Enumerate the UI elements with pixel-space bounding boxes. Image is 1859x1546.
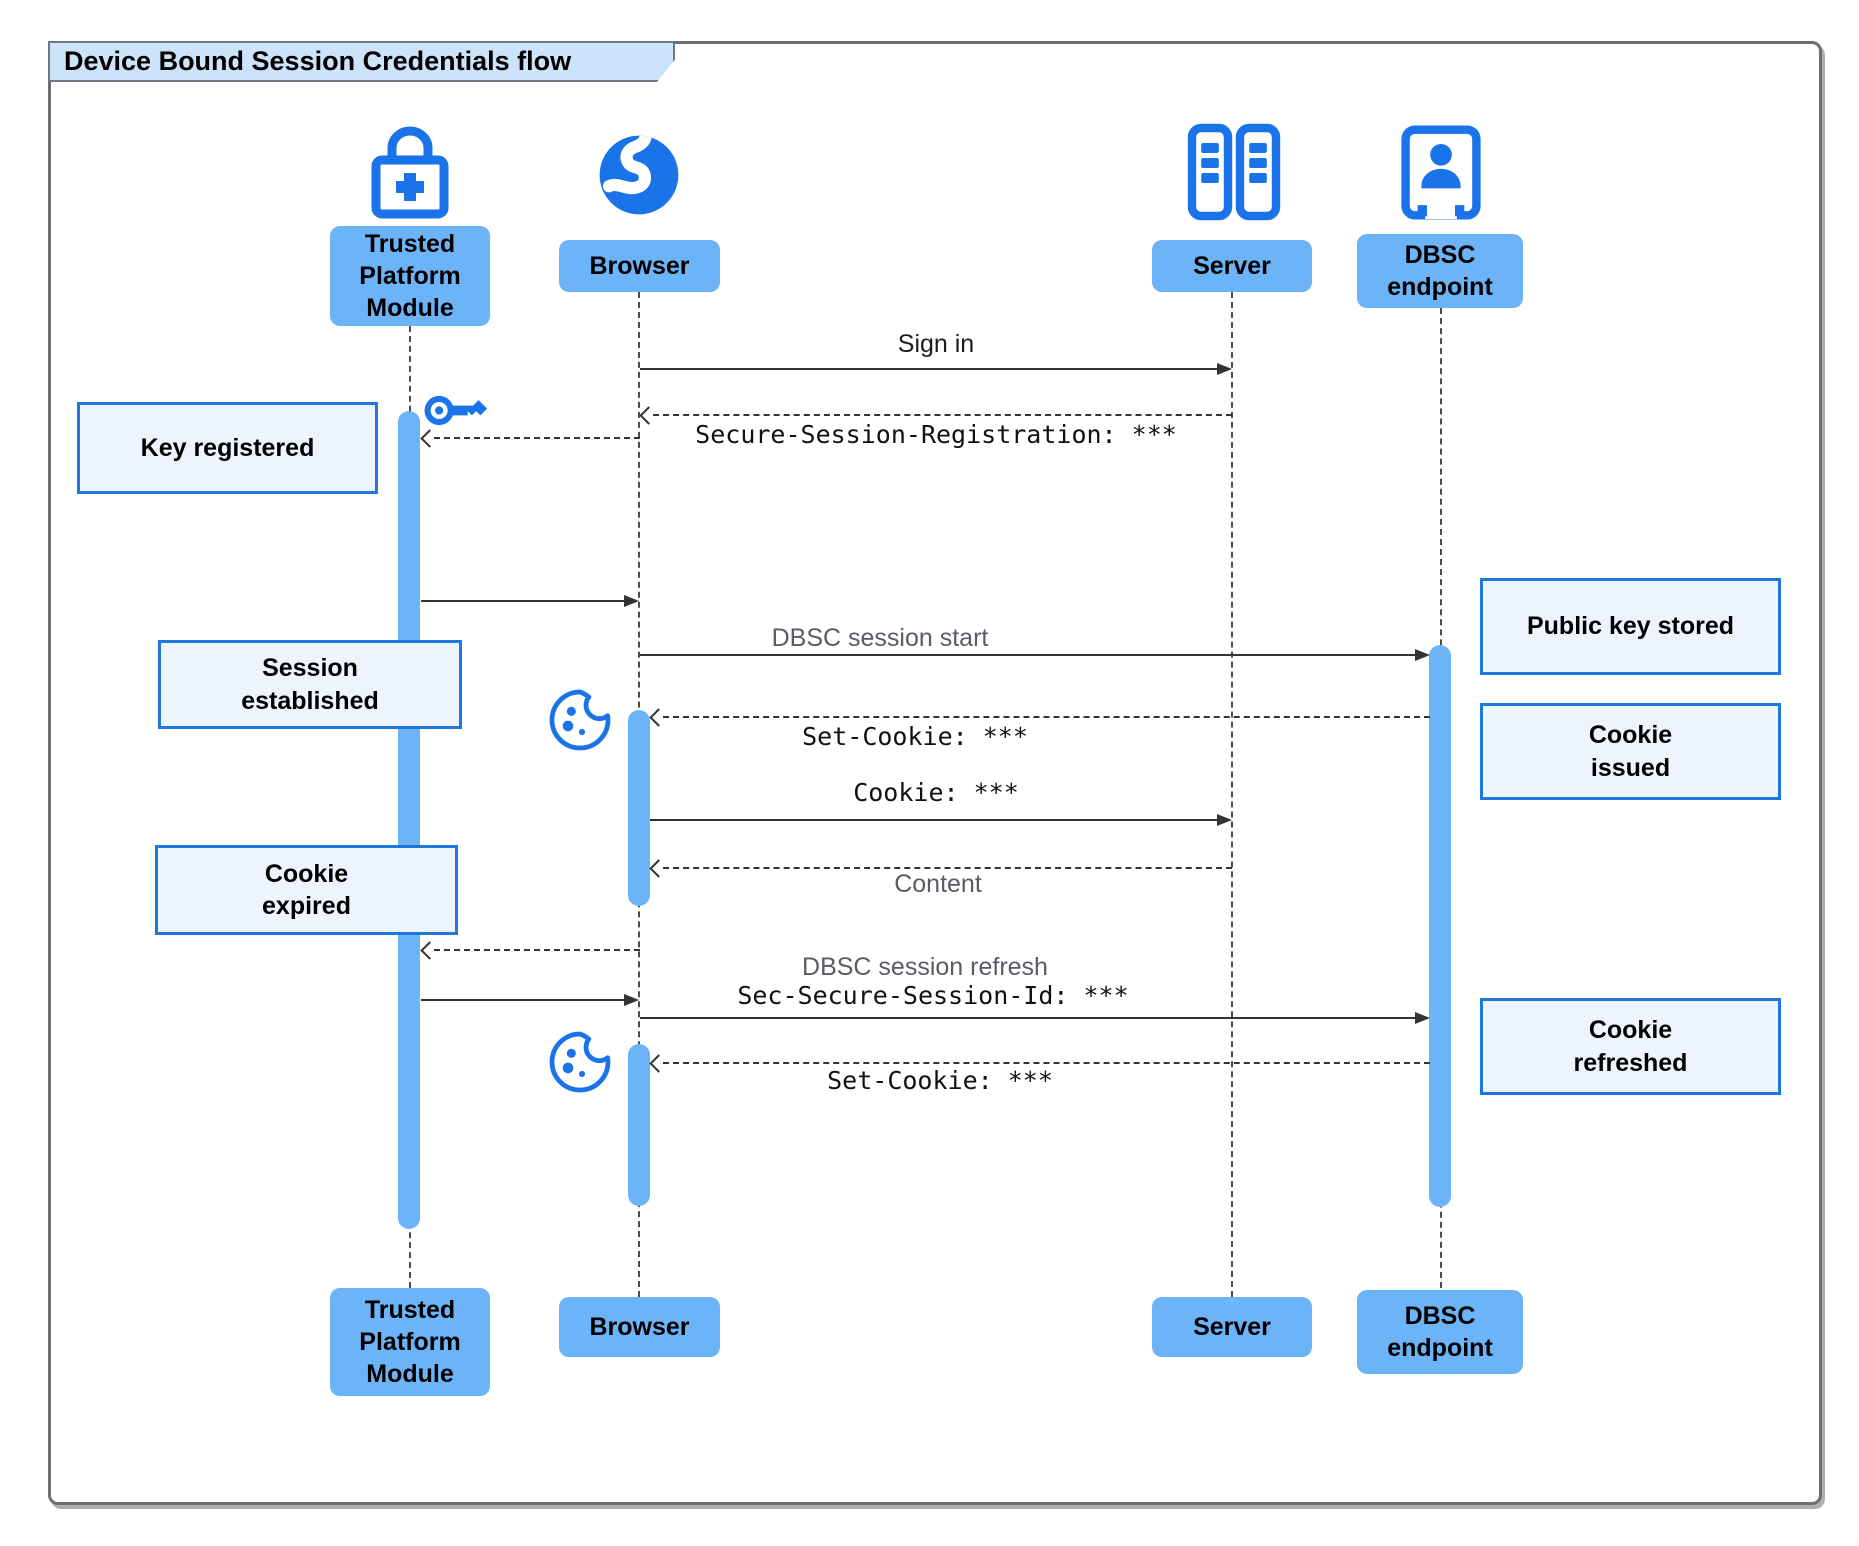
sec-secure-session-id-label: Sec-Secure-Session-Id: *** (737, 981, 1129, 1010)
set-cookie-first-arrow (649, 708, 1430, 727)
tpm-to-browser-refresh-arrow (421, 994, 639, 1006)
actor-dbsc-label: DBSC endpoint (1387, 241, 1493, 301)
set-cookie-second-label: Set-Cookie: *** (827, 1066, 1053, 1095)
note-session-established: Session established (158, 640, 462, 729)
dbsc-activation-bar (1429, 645, 1451, 1207)
globe-icon (594, 130, 684, 220)
sign-in-arrow (640, 363, 1232, 375)
note-cookie-refreshed: Cookie refreshed (1480, 998, 1781, 1095)
actor-tpm-label: Trusted Platform Module (359, 1296, 461, 1388)
actor-dbsc-label: DBSC endpoint (1387, 1302, 1493, 1362)
diagram-title: Device Bound Session Credentials flow (64, 46, 572, 76)
server-lifeline (1231, 292, 1233, 1297)
browser-activation-bar-1 (628, 710, 650, 906)
actor-browser-label: Browser (589, 252, 690, 280)
browser-to-tpm-register-arrow (420, 429, 640, 448)
dbsc-session-start-arrow (640, 649, 1430, 661)
dbsc-session-refresh-arrow (640, 1012, 1430, 1024)
secure-session-registration-arrow (639, 406, 1232, 425)
actor-server-label: Server (1193, 252, 1271, 280)
browser-to-tpm-refresh-arrow (420, 941, 640, 960)
actor-dbsc-bottom: DBSC endpoint (1357, 1290, 1523, 1374)
actor-tpm-label: Trusted Platform Module (359, 230, 461, 322)
note-key-registered: Key registered (77, 402, 378, 494)
actor-browser-bottom: Browser (559, 1297, 720, 1357)
actor-browser-label: Browser (589, 1313, 690, 1341)
sign-in-label: Sign in (897, 330, 975, 358)
content-arrow (649, 859, 1232, 878)
note-public-key-stored: Public key stored (1480, 578, 1781, 675)
note-cookie-issued: Cookie issued (1480, 703, 1781, 800)
actor-tpm-bottom: Trusted Platform Module (330, 1288, 490, 1396)
set-cookie-second-arrow (649, 1054, 1430, 1073)
secure-session-registration-label: Secure-Session-Registration: *** (695, 420, 1177, 449)
actor-server-label: Server (1193, 1313, 1271, 1341)
cookie-icon (548, 688, 612, 752)
lock-plus-icon (362, 120, 458, 222)
tpm-activation-bar (398, 411, 420, 1229)
dbsc-session-refresh-label: DBSC session refresh (802, 953, 1048, 981)
diagram-title-tab: Device Bound Session Credentials flow (48, 41, 675, 82)
note-cookie-expired: Cookie expired (155, 845, 458, 935)
cookie-label: Cookie: *** (853, 778, 1019, 807)
cookie-icon (548, 1030, 612, 1094)
set-cookie-first-label: Set-Cookie: *** (802, 722, 1028, 751)
actor-server-top: Server (1152, 240, 1312, 292)
actor-browser-top: Browser (559, 240, 720, 292)
actor-dbsc-top: DBSC endpoint (1357, 234, 1523, 308)
content-label: Content (894, 870, 982, 898)
server-icon (1184, 122, 1284, 222)
tpm-to-browser-key-arrow (421, 595, 639, 607)
actor-tpm-top: Trusted Platform Module (330, 226, 490, 326)
door-person-icon (1400, 124, 1482, 221)
actor-server-bottom: Server (1152, 1297, 1312, 1357)
key-icon (422, 385, 500, 436)
cookie-arrow (650, 814, 1232, 826)
browser-activation-bar-2 (628, 1044, 650, 1206)
dbsc-session-start-label: DBSC session start (771, 624, 989, 652)
